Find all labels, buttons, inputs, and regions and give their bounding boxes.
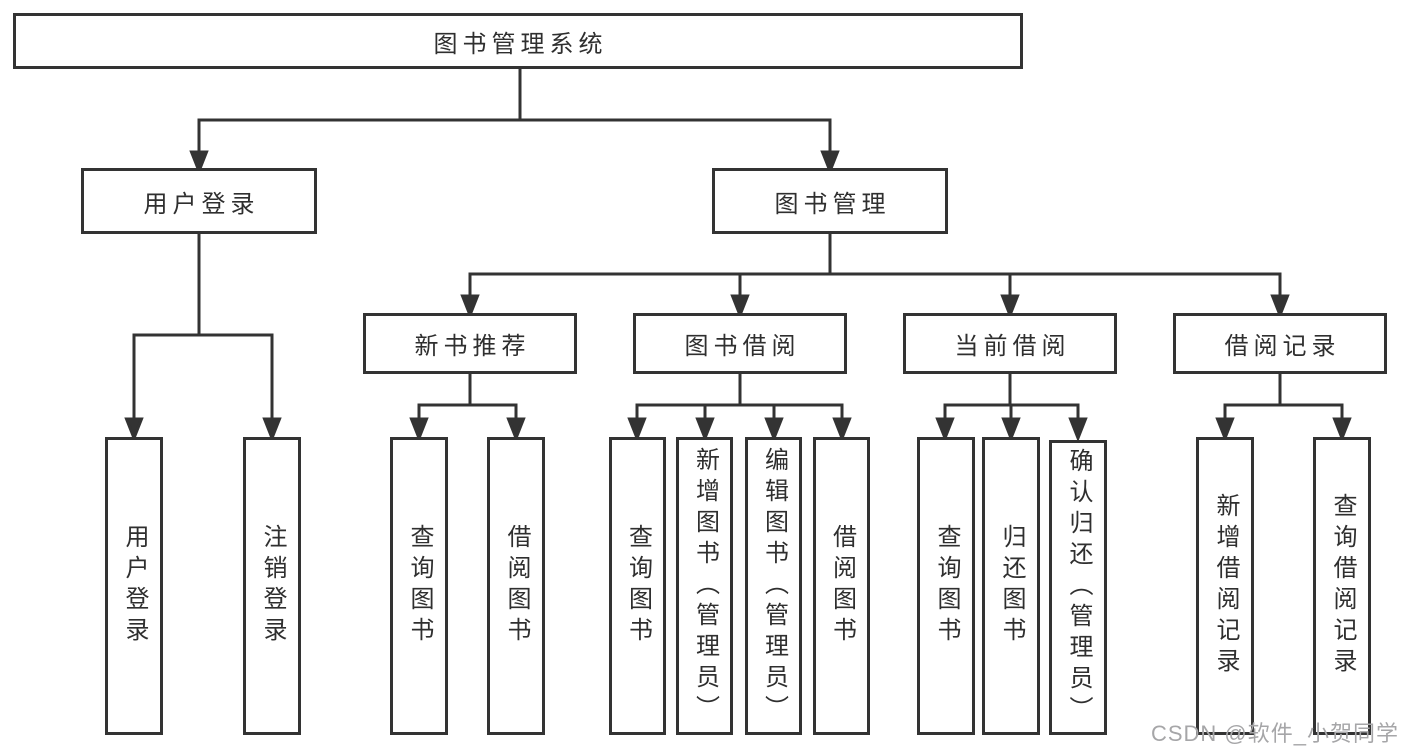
node-label: 注销登录 xyxy=(259,524,286,648)
leaf-current-confirm-return-admin: 确认归还（管理员） xyxy=(1049,440,1107,735)
node-label: 查询图书 xyxy=(933,524,960,648)
leaf-logout: 注销登录 xyxy=(243,437,301,735)
node-label: 确认归还（管理员） xyxy=(1065,448,1092,727)
node-label: 借阅图书 xyxy=(828,524,856,648)
node-label: 归还图书 xyxy=(998,524,1025,648)
node-label: 当前借阅 xyxy=(954,333,1071,360)
leaf-records-add-record: 新增借阅记录 xyxy=(1196,437,1254,735)
leaf-borrow-query-books: 查询图书 xyxy=(609,437,666,735)
leaf-current-query-books: 查询图书 xyxy=(917,437,975,735)
node-label: 图书管理系统 xyxy=(433,30,608,58)
leaf-records-query-record: 查询借阅记录 xyxy=(1313,437,1371,735)
node-label: 用户登录 xyxy=(121,524,148,648)
node-book-borrowing: 图书借阅 xyxy=(633,313,847,374)
csdn-watermark: CSDN @软件_小贺同学 xyxy=(1150,721,1399,746)
node-user-login-branch: 用户登录 xyxy=(81,168,317,234)
node-label: 查询图书 xyxy=(406,524,433,648)
leaf-user-login: 用户登录 xyxy=(105,437,163,735)
leaf-recommend-query-books: 查询图书 xyxy=(390,437,448,735)
node-label: 查询借阅记录 xyxy=(1329,493,1356,679)
node-borrowing-records: 借阅记录 xyxy=(1173,313,1387,374)
node-label: 用户登录 xyxy=(143,190,260,218)
node-library-system: 图书管理系统 xyxy=(13,13,1023,69)
node-label: 借阅图书 xyxy=(503,524,530,648)
node-new-book-recommend: 新书推荐 xyxy=(363,313,577,374)
node-label: 查询图书 xyxy=(624,524,652,648)
node-label: 编辑图书（管理员） xyxy=(760,446,788,726)
leaf-borrow-borrow-books: 借阅图书 xyxy=(813,437,870,735)
leaf-borrow-edit-books-admin: 编辑图书（管理员） xyxy=(745,437,802,735)
leaf-current-return-books: 归还图书 xyxy=(982,437,1040,735)
leaf-borrow-add-books-admin: 新增图书（管理员） xyxy=(676,437,733,735)
leaf-recommend-borrow-books: 借阅图书 xyxy=(487,437,545,735)
node-label: 新增借阅记录 xyxy=(1212,493,1239,679)
node-book-management: 图书管理 xyxy=(712,168,948,234)
node-label: 新增图书（管理员） xyxy=(691,446,719,726)
node-label: 图书借阅 xyxy=(684,333,801,360)
node-label: 新书推荐 xyxy=(414,333,531,360)
node-label: 图书管理 xyxy=(774,190,891,218)
node-current-borrowing: 当前借阅 xyxy=(903,313,1117,374)
node-label: 借阅记录 xyxy=(1224,333,1341,360)
